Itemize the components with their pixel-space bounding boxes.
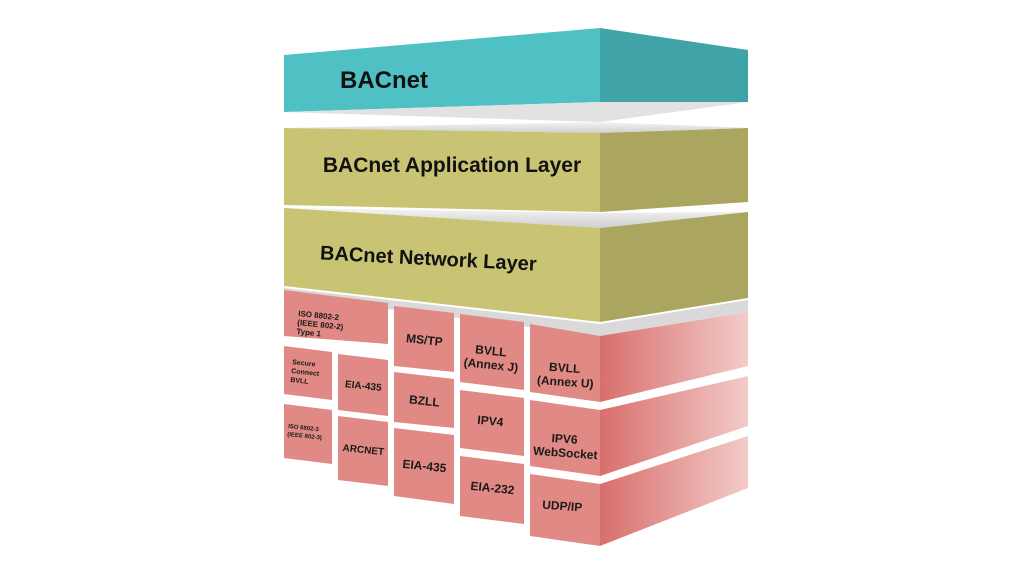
cell-ipv6-websocket: IPV6 WebSocket [530,400,600,476]
cell-eia-435-a-label: EIA-435 [344,379,382,394]
cell-bvll-annex-j-face [460,314,524,390]
cell-iso-8802-type1-line3: Type 1 [296,327,322,339]
application-layer-label: BACnet Application Layer [323,154,581,177]
cell-bvll-annex-u-line1: BVLL [549,360,581,376]
cell-secure-connect-line1: Secure [292,359,316,368]
application-layer: BACnet Application Layer [284,122,748,212]
cell-eia-435-b-face [394,428,454,504]
cell-bzll-face [394,372,454,428]
network-layer: BACnet Network Layer [284,208,748,322]
cell-ipv6-websocket-face [530,400,600,476]
network-layer-front [284,208,600,322]
application-layer-front [284,128,600,212]
cell-side-row1 [600,312,748,402]
cell-bvll-annex-j-line1: BVLL [475,342,507,359]
datalink-block: ISO 8802-2 (IEEE 802-2) Type 1 Secure Co… [284,288,748,546]
cell-ipv4-label: IPV4 [477,413,505,430]
bacnet-layer-label: BACnet [340,67,428,94]
cell-bvll-annex-u-face [530,324,600,402]
cell-bzll: BZLL [394,372,454,428]
bacnet-layer-side [600,28,748,102]
cell-eia-435-b-label: EIA-435 [402,457,448,476]
cell-ms-tp: MS/TP [394,306,454,372]
cell-iso-8802-3: ISO 8802-3 (IEEE 802-3) [284,404,332,464]
cell-ipv4-face [460,390,524,456]
cell-bvll-annex-j: BVLL (Annex J) [460,314,524,390]
cell-ipv4: IPV4 [460,390,524,456]
cell-ms-tp-face [394,306,454,372]
cell-eia-435-b: EIA-435 [394,428,454,504]
cell-bzll-label: BZLL [408,392,440,409]
cell-iso-8802-type1-face [284,290,388,344]
network-layer-side [600,212,748,322]
cell-bvll-annex-u-line2: (Annex U) [537,373,595,391]
cell-iso-8802-type1-text: ISO 8802-2 (IEEE 802-2) Type 1 [296,309,347,341]
cell-ms-tp-label: MS/TP [405,331,443,349]
bacnet-layer-front [284,28,600,112]
cell-eia-232-label: EIA-232 [470,479,516,498]
cell-arcnet: ARCNET [338,416,388,486]
cell-bvll-annex-j-line2: (Annex J) [463,355,519,375]
network-layer-top [284,208,748,228]
cell-eia-435-a: EIA-435 [338,354,388,416]
cell-side-row2 [600,376,748,476]
cell-arcnet-label: ARCNET [342,443,385,458]
cell-udp-ip: UDP/IP [530,474,600,546]
application-layer-side [600,128,748,212]
cell-ipv6-websocket-line1: IPV6 [551,431,578,447]
cell-secure-connect-line3: BVLL [290,377,310,386]
bacnet-layer-underside [284,102,748,122]
cell-bvll-annex-u: BVLL (Annex U) [530,324,600,402]
cell-bvll-annex-j-text: BVLL (Annex J) [463,341,520,375]
cell-secure-connect-line2: Connect [291,368,320,378]
cell-iso-8802-3-text: ISO 8802-3 (IEEE 802-3) [287,424,323,442]
cell-side-row3 [600,436,748,546]
bacnet-layer: BACnet [284,28,748,122]
cell-udp-ip-face [530,474,600,546]
cell-eia-435-a-face [338,354,388,416]
cell-iso-8802-type1: ISO 8802-2 (IEEE 802-2) Type 1 [284,290,388,344]
cell-iso-8802-3-line2: (IEEE 802-3) [287,432,322,442]
cell-secure-connect-face [284,346,332,400]
cell-bvll-annex-u-text: BVLL (Annex U) [537,359,595,391]
cell-ipv6-websocket-line2: WebSocket [533,444,598,462]
cell-eia-232-face [460,456,524,524]
application-layer-top [284,122,748,133]
cell-ipv6-websocket-text: IPV6 WebSocket [533,430,599,462]
cell-iso-8802-3-face [284,404,332,464]
cell-eia-232: EIA-232 [460,456,524,524]
cell-secure-connect: Secure Connect BVLL [284,346,332,400]
cell-secure-connect-text: Secure Connect BVLL [290,359,322,387]
datalink-top-separator [284,288,748,336]
cell-iso-8802-type1-line1: ISO 8802-2 [298,309,340,322]
cell-arcnet-face [338,416,388,486]
cell-udp-ip-label: UDP/IP [542,498,583,515]
cell-iso-8802-3-line1: ISO 8802-3 [288,424,320,433]
